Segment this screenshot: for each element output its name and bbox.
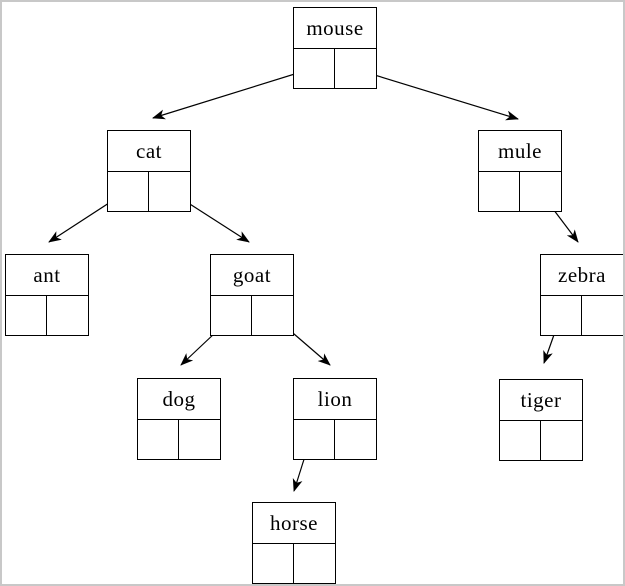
edge-mouse-right-mule <box>354 68 519 121</box>
tree-node-cat: cat <box>107 130 191 212</box>
right-pointer-cell <box>179 420 220 460</box>
left-pointer-cell <box>541 296 582 336</box>
right-pointer-cell <box>149 172 190 212</box>
right-pointer-cell <box>294 544 335 584</box>
tree-node-ant: ant <box>5 254 89 336</box>
left-pointer-cell <box>479 172 520 212</box>
left-pointer-cell <box>108 172 149 212</box>
node-label: lion <box>294 379 376 420</box>
left-pointer-cell <box>294 420 335 460</box>
node-label: goat <box>211 255 293 296</box>
right-pointer-cell <box>335 420 376 460</box>
left-pointer-cell <box>294 49 335 89</box>
left-pointer-cell <box>6 296 47 336</box>
left-pointer-cell <box>253 544 294 584</box>
left-pointer-cell <box>211 296 252 336</box>
node-label: horse <box>253 503 335 544</box>
tree-node-lion: lion <box>293 378 377 460</box>
node-label: zebra <box>541 255 623 296</box>
right-pointer-cell <box>252 296 293 336</box>
tree-node-mouse: mouse <box>293 7 377 89</box>
right-pointer-cell <box>582 296 623 336</box>
left-pointer-cell <box>138 420 179 460</box>
node-label: ant <box>6 255 88 296</box>
node-label: dog <box>138 379 220 420</box>
tree-node-dog: dog <box>137 378 221 460</box>
edge-mouse-left-cat <box>152 67 315 120</box>
node-label: cat <box>108 131 190 172</box>
node-label: mule <box>479 131 561 172</box>
tree-node-tiger: tiger <box>499 379 583 461</box>
tree-node-goat: goat <box>210 254 294 336</box>
right-pointer-cell <box>47 296 88 336</box>
tree-node-horse: horse <box>252 502 336 584</box>
node-label: tiger <box>500 380 582 421</box>
left-pointer-cell <box>500 421 541 461</box>
tree-node-zebra: zebra <box>540 254 623 336</box>
tree-node-mule: mule <box>478 130 562 212</box>
right-pointer-cell <box>520 172 561 212</box>
right-pointer-cell <box>335 49 376 89</box>
right-pointer-cell <box>541 421 582 461</box>
node-label: mouse <box>294 8 376 49</box>
